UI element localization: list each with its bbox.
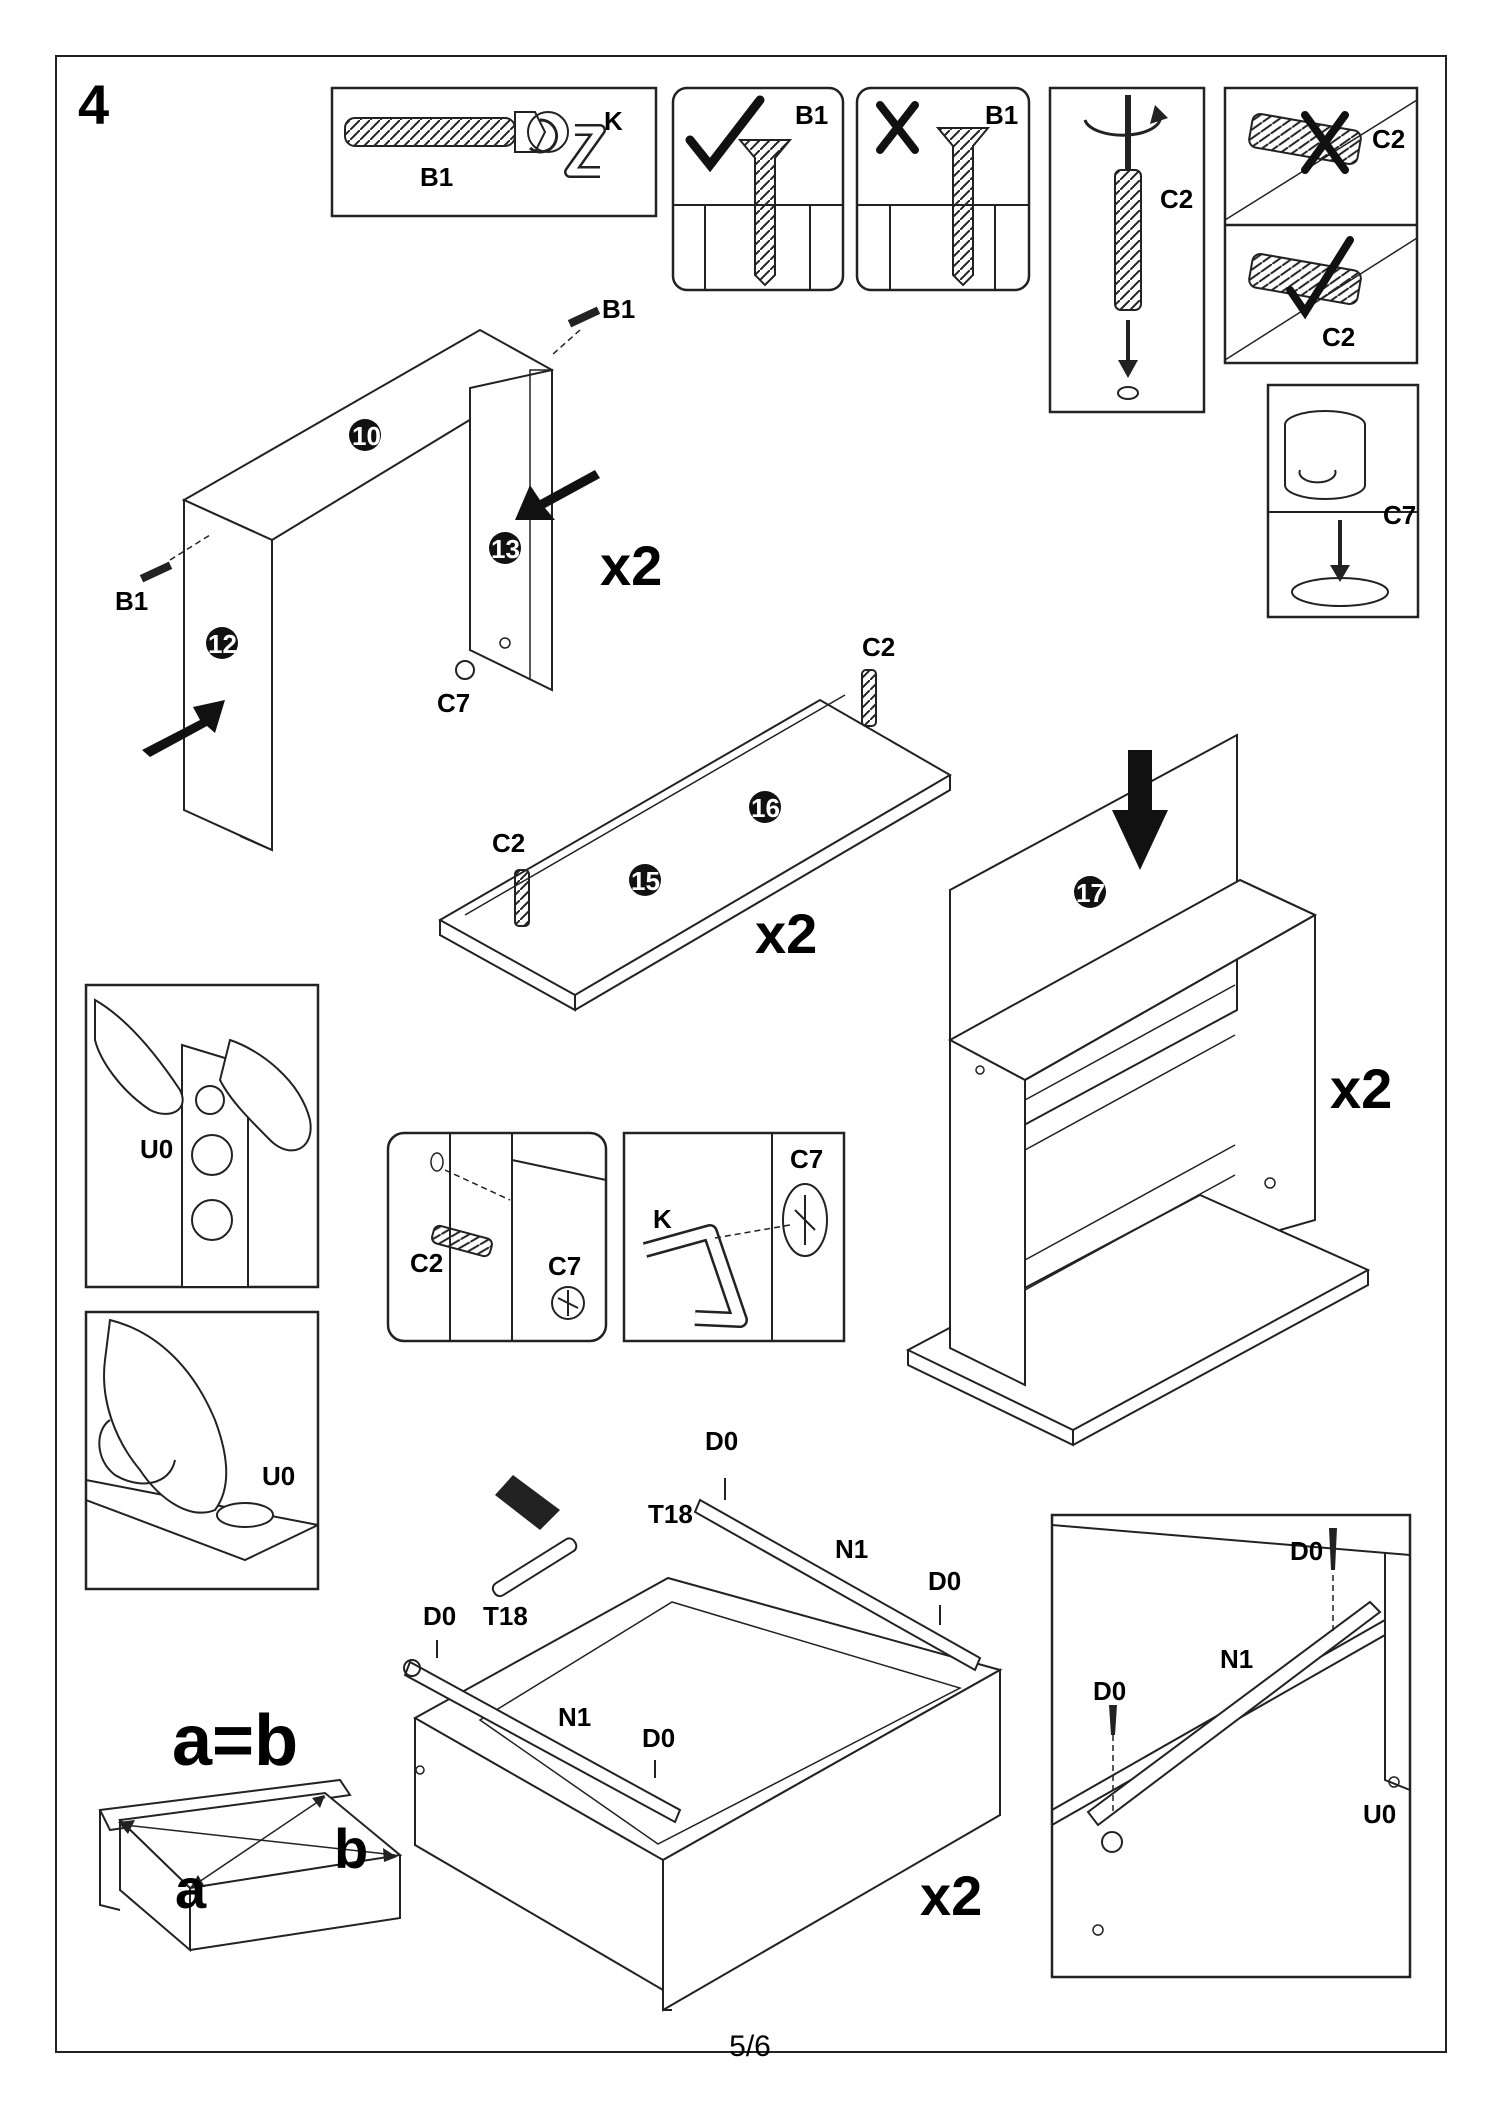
cabinet-assembly: 17 x2 bbox=[905, 733, 1392, 1447]
label-u0-runner: U0 bbox=[1363, 1799, 1396, 1829]
label-d0-runner-top: D0 bbox=[1290, 1536, 1323, 1566]
drawer-assembly: D0 T18 N1 D0 D0 T18 N1 D0 x2 bbox=[403, 1426, 1003, 2012]
label-c2-shelf-right: C2 bbox=[862, 632, 895, 662]
label-c2-screwdriver: C2 bbox=[1160, 184, 1193, 214]
label-d0-runner-left: D0 bbox=[1093, 1676, 1126, 1706]
page-border bbox=[55, 55, 1447, 2053]
label-c2-wrong: C2 bbox=[1372, 124, 1405, 154]
detail-b1-key: B1 K bbox=[330, 86, 658, 218]
detail-u0-press: U0 bbox=[84, 1310, 320, 1591]
arrow-17 bbox=[1112, 750, 1168, 870]
multiplier-drawer: x2 bbox=[920, 1864, 982, 1927]
label-c2-right: C2 bbox=[1322, 322, 1355, 352]
label-b1-frame-top: B1 bbox=[602, 294, 635, 324]
detail-b1-incorrect: B1 bbox=[855, 86, 1031, 292]
label-b1-incorrect: B1 bbox=[985, 100, 1018, 130]
label-c7-joint: C7 bbox=[548, 1251, 581, 1281]
label-u0-press: U0 bbox=[262, 1461, 295, 1491]
label-n1-left: N1 bbox=[558, 1702, 591, 1732]
frame-assembly: 10 12 13 B1 B1 C7 x2 bbox=[115, 294, 662, 852]
label-c2-shelf-left: C2 bbox=[492, 828, 525, 858]
detail-runner: D0 N1 D0 U0 bbox=[1050, 1513, 1412, 1979]
multiplier-frame: x2 bbox=[600, 534, 662, 597]
detail-c2-c7-joint: C2 C7 bbox=[386, 1131, 608, 1343]
label-k-detail: K bbox=[653, 1204, 672, 1234]
diagonal-a: a bbox=[175, 1857, 207, 1920]
label-t18-top: T18 bbox=[648, 1499, 693, 1529]
label-d0-right: D0 bbox=[928, 1566, 961, 1596]
label-n1-top: N1 bbox=[835, 1534, 868, 1564]
label-n1-runner: N1 bbox=[1220, 1644, 1253, 1674]
page-number: 5/6 bbox=[729, 2030, 771, 2063]
label-t18-left: T18 bbox=[483, 1601, 528, 1631]
label-c7-detail: C7 bbox=[790, 1144, 823, 1174]
detail-u0-peel: U0 bbox=[84, 983, 320, 1289]
arrow-12 bbox=[142, 700, 225, 757]
step-number: 4 bbox=[78, 73, 110, 136]
detail-c7-cam: C7 bbox=[1266, 383, 1420, 619]
detail-diagonal-check: a=b a b bbox=[98, 1701, 403, 1953]
detail-b1-correct: B1 bbox=[671, 86, 845, 292]
detail-c2-screwdriver: C2 bbox=[1048, 86, 1206, 414]
label-c7-cam: C7 bbox=[1383, 500, 1416, 530]
label-b1: B1 bbox=[420, 162, 453, 192]
label-c2-joint: C2 bbox=[410, 1248, 443, 1278]
label-d0-left: D0 bbox=[423, 1601, 456, 1631]
label-k: K bbox=[604, 106, 623, 136]
multiplier-shelf: x2 bbox=[755, 902, 817, 965]
label-c7-frame: C7 bbox=[437, 688, 470, 718]
shelf-assembly: 16 15 C2 C2 x2 bbox=[437, 632, 952, 1012]
diagonal-b: b bbox=[334, 1817, 368, 1880]
panel-10: 10 bbox=[352, 421, 381, 451]
label-b1-frame-left: B1 bbox=[115, 586, 148, 616]
label-d0-top: D0 bbox=[705, 1426, 738, 1456]
panel-16: 16 bbox=[751, 793, 780, 823]
diagonal-equation: a=b bbox=[172, 1701, 298, 1781]
panel-12: 12 bbox=[208, 629, 237, 659]
panel-13: 13 bbox=[491, 534, 520, 564]
detail-c2-compare: C2 C2 bbox=[1223, 86, 1419, 365]
arrow-13 bbox=[515, 470, 600, 520]
label-u0-peel: U0 bbox=[140, 1134, 173, 1164]
multiplier-cabinet: x2 bbox=[1330, 1057, 1392, 1120]
detail-k-c7: K C7 bbox=[622, 1131, 846, 1343]
panel-15: 15 bbox=[631, 866, 660, 896]
panel-17: 17 bbox=[1076, 878, 1105, 908]
label-b1-correct: B1 bbox=[795, 100, 828, 130]
label-d0-bottom: D0 bbox=[642, 1723, 675, 1753]
